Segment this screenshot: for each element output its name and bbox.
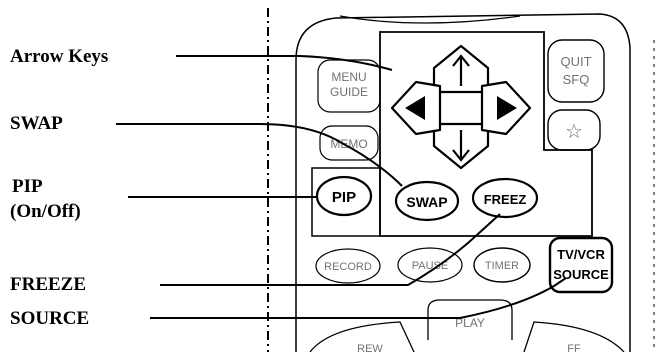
freeze-callout: FREEZE <box>10 274 86 295</box>
freeze-button[interactable]: FREEZ <box>473 179 537 217</box>
freeze-button-label: FREEZ <box>484 192 527 207</box>
freeze-leader <box>160 214 500 285</box>
favorite-button[interactable]: ☆ <box>548 110 600 150</box>
timer-label: TIMER <box>485 260 519 272</box>
arrow-down-button[interactable] <box>434 124 488 168</box>
swap-button[interactable]: SWAP <box>396 182 458 220</box>
pip-button-label: PIP <box>332 189 356 206</box>
memo-button[interactable]: MEMO <box>320 126 378 160</box>
menu-guide-label-1: MENU <box>331 70 366 84</box>
record-button[interactable]: RECORD <box>316 249 380 283</box>
pip-button[interactable]: PIP <box>317 177 371 215</box>
tv-vcr-label: TV/VCR <box>557 247 605 262</box>
rew-button[interactable]: REW <box>310 322 414 352</box>
play-button[interactable]: PLAY <box>428 300 512 340</box>
source-callout: SOURCE <box>10 308 89 329</box>
pause-button[interactable]: PAUSE <box>398 248 462 282</box>
arrow-keys-leader <box>176 56 392 70</box>
swap-button-label: SWAP <box>406 194 447 210</box>
arrow-keys-callout: Arrow Keys <box>10 46 108 67</box>
sfq-label: SFQ <box>563 72 590 87</box>
swap-callout: SWAP <box>10 113 63 134</box>
quit-label: QUIT <box>560 54 591 69</box>
rew-label: REW <box>357 343 383 352</box>
arrow-right-button[interactable] <box>482 82 530 134</box>
pip-on-off-callout: (On/Off) <box>10 201 81 222</box>
menu-guide-button[interactable]: MENU GUIDE <box>318 60 380 112</box>
arrow-up-button[interactable] <box>434 46 488 92</box>
arrow-left-button[interactable] <box>392 82 440 134</box>
quit-sfq-button[interactable]: QUIT SFQ <box>548 40 604 102</box>
pip-callout: PIP <box>12 176 43 197</box>
timer-button[interactable]: TIMER <box>474 248 530 282</box>
swap-leader <box>116 124 402 186</box>
ff-button[interactable]: FF <box>524 322 624 352</box>
menu-guide-label-2: GUIDE <box>330 85 368 99</box>
ff-label: FF <box>567 343 581 352</box>
record-label: RECORD <box>324 261 372 273</box>
tv-vcr-source-button[interactable]: TV/VCR SOURCE <box>550 238 612 292</box>
favorite-star-icon: ☆ <box>565 121 583 143</box>
